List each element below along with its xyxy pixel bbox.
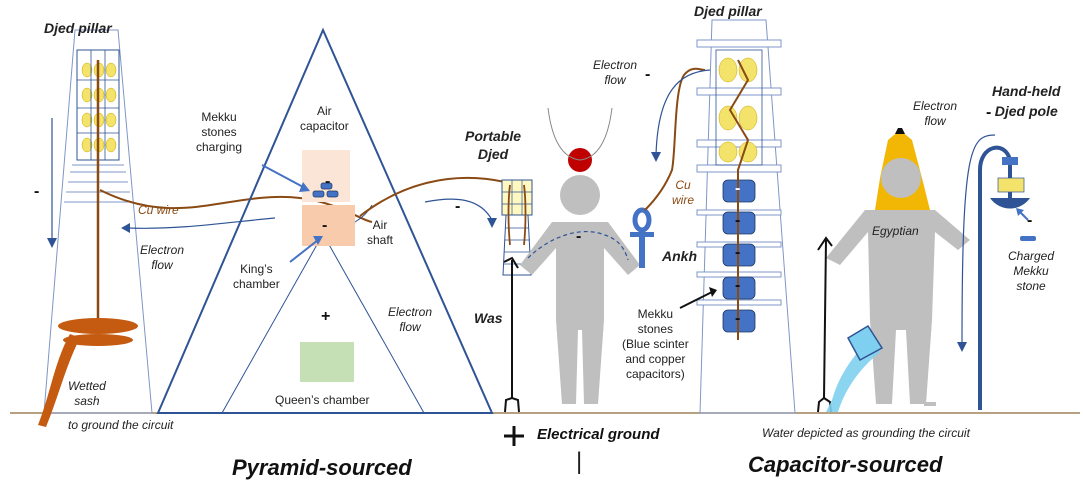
minus-sign-electron-right: - bbox=[986, 104, 992, 121]
body-flow-dashed bbox=[527, 231, 629, 261]
minus-sign-electron-top: - bbox=[645, 66, 651, 83]
pyramid-flow-arrow bbox=[424, 198, 493, 221]
air-capacitor-box bbox=[302, 150, 350, 202]
label-air-shaft: Air shaft bbox=[367, 218, 394, 247]
label-electrical-ground: Electrical ground bbox=[537, 426, 660, 443]
pyramid-to-portable-wire bbox=[359, 176, 506, 217]
label-wetted-sash: Wetted sash bbox=[68, 379, 106, 408]
left-flow-arrow-curve bbox=[127, 217, 276, 229]
section-divider: | bbox=[576, 448, 583, 475]
label-egyptian: Egyptian bbox=[872, 224, 919, 238]
label-electron-flow-left: Electron flow bbox=[140, 243, 185, 272]
plus-sign-queens: + bbox=[321, 308, 331, 325]
kings-chamber-pointer bbox=[289, 239, 319, 263]
minus-sign-stone-1: - bbox=[735, 180, 741, 197]
label-djed-pillar-right: Djed pillar bbox=[694, 3, 762, 19]
minus-sign-charged-mekku: - bbox=[1027, 212, 1033, 229]
label-queens-chamber: Queen’s chamber bbox=[275, 393, 370, 407]
label-air-capacitor: Air capacitor bbox=[300, 104, 349, 133]
label-cu-wire-left: Cu wire bbox=[138, 203, 179, 217]
water-jar-and-stream bbox=[826, 324, 884, 412]
wetted-sash-shape bbox=[38, 318, 138, 427]
label-cu-wire-right: Cu wire bbox=[672, 178, 695, 207]
label-electron-flow-pyramid: Electron flow bbox=[388, 305, 433, 334]
label-electron-flow-right: Electron flow bbox=[913, 99, 958, 128]
label-was: Was bbox=[474, 310, 503, 326]
minus-sign-stone-2: - bbox=[735, 212, 741, 229]
queens-chamber-box bbox=[300, 342, 354, 382]
mekku-pointer bbox=[679, 291, 713, 309]
label-pyramid-sourced: Pyramid-sourced bbox=[232, 455, 412, 480]
minus-sign-stone-3: - bbox=[735, 244, 741, 261]
label-electron-flow-top: Electron flow bbox=[593, 58, 638, 87]
minus-sign-stone-4: - bbox=[735, 277, 741, 294]
minus-sign-stone-5: - bbox=[735, 310, 741, 327]
hand-held-djed-pole bbox=[978, 145, 1036, 410]
egyptian-figure bbox=[826, 128, 970, 406]
label-capacitor-sourced: Capacitor-sourced bbox=[748, 452, 943, 477]
ankh-to-pillar-wire bbox=[644, 67, 706, 211]
right-djed-pillar bbox=[696, 19, 796, 414]
staff-right bbox=[817, 236, 833, 413]
minus-sign-flow-pyramid: - bbox=[455, 198, 461, 215]
portable-djed bbox=[501, 179, 533, 276]
right-flow-arrow-pole bbox=[961, 134, 996, 346]
charging-pointer bbox=[261, 164, 306, 189]
central-figure bbox=[520, 175, 640, 404]
label-mekku-charging: Mekku stones charging bbox=[196, 110, 243, 154]
label-kings-chamber: King’s chamber bbox=[233, 262, 280, 291]
minus-sign-left-pillar: - bbox=[34, 183, 40, 200]
minus-sign-kings-chamber: - bbox=[322, 217, 328, 234]
was-staff bbox=[503, 256, 520, 413]
label-water-grounding: Water depicted as grounding the circuit bbox=[762, 426, 970, 440]
minus-sign-air-capacitor: - bbox=[325, 173, 331, 190]
kings-chamber-box bbox=[302, 205, 355, 246]
label-djed-pillar-left: Djed pillar bbox=[44, 20, 112, 36]
ankh-shape bbox=[630, 207, 654, 268]
label-mekku-stones: Mekku stones (Blue scinter and copper ca… bbox=[622, 307, 689, 381]
headdress-arc bbox=[547, 107, 613, 161]
label-portable-djed: Portable Djed bbox=[465, 128, 522, 162]
minus-sign-central-body: - bbox=[576, 228, 582, 245]
pyramid bbox=[156, 27, 494, 414]
label-ankh: Ankh bbox=[662, 248, 697, 264]
label-hand-held-djed: Hand-held Djed pole bbox=[992, 83, 1061, 119]
label-charged-mekku: Charged Mekku stone bbox=[1008, 249, 1055, 293]
label-ground-circuit-left: to ground the circuit bbox=[68, 418, 174, 432]
right-flow-arrow-top bbox=[655, 69, 711, 156]
